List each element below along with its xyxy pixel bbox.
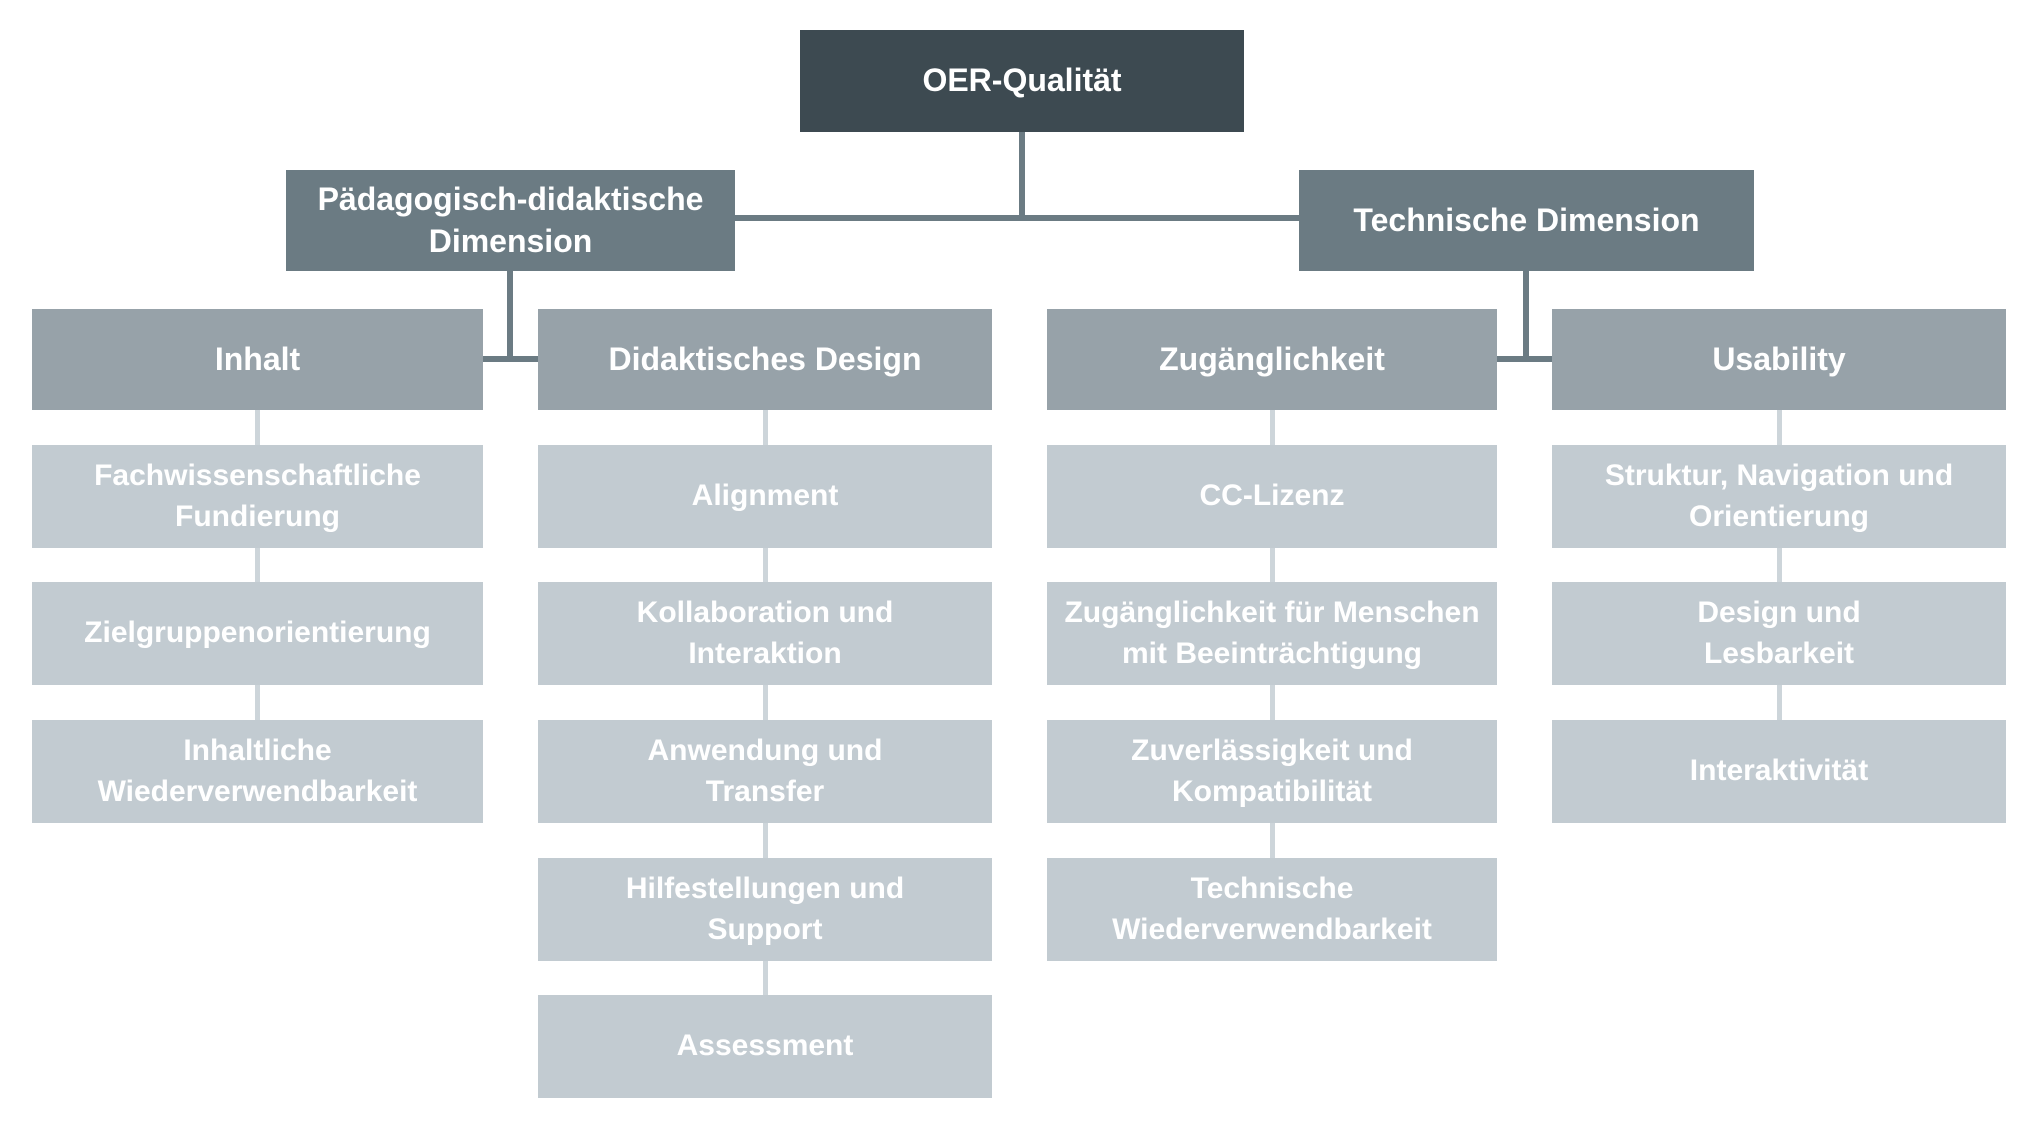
connector-root-horizontal <box>735 215 1299 221</box>
connector-didaktisches-seg-1 <box>763 410 768 445</box>
node-anwendung-und-transfer: Anwendung und Transfer <box>538 720 992 823</box>
connector-zugaenglichkeit-seg-4 <box>1270 823 1275 858</box>
node-struktur-navigation-orientierung: Struktur, Navigation und Orientierung <box>1552 445 2006 548</box>
connector-usability-seg-1 <box>1777 410 1782 445</box>
connector-zugaenglichkeit-seg-1 <box>1270 410 1275 445</box>
connector-zugaenglichkeit-seg-2 <box>1270 548 1275 582</box>
node-zuverlaessigkeit-und-kompatibilitaet: Zuverlässigkeit und Kompatibilität <box>1047 720 1497 823</box>
connector-didaktisches-seg-2 <box>763 548 768 582</box>
node-hilfestellungen-und-support: Hilfestellungen und Support <box>538 858 992 961</box>
node-interaktivitaet: Interaktivität <box>1552 720 2006 823</box>
connector-technische-horizontal <box>1497 356 1552 362</box>
connector-zugaenglichkeit-seg-3 <box>1270 685 1275 720</box>
connector-paedagogisch-horizontal <box>483 356 538 362</box>
node-technische-dimension: Technische Dimension <box>1299 170 1754 271</box>
connector-didaktisches-seg-5 <box>763 961 768 995</box>
node-assessment: Assessment <box>538 995 992 1098</box>
connector-didaktisches-seg-4 <box>763 823 768 858</box>
connector-usability-seg-3 <box>1777 685 1782 720</box>
node-zugaenglichkeit: Zugänglichkeit <box>1047 309 1497 410</box>
node-usability: Usability <box>1552 309 2006 410</box>
connector-inhalt-seg-3 <box>255 685 260 720</box>
node-zugaenglichkeit-fuer-menschen: Zugänglichkeit für Menschen mit Beeinträ… <box>1047 582 1497 685</box>
node-design-und-lesbarkeit: Design und Lesbarkeit <box>1552 582 2006 685</box>
node-alignment: Alignment <box>538 445 992 548</box>
connector-usability-seg-2 <box>1777 548 1782 582</box>
node-inhalt: Inhalt <box>32 309 483 410</box>
node-paedagogisch-didaktische-dimension: Pädagogisch-didaktische Dimension <box>286 170 735 271</box>
node-kollaboration-und-interaktion: Kollaboration und Interaktion <box>538 582 992 685</box>
node-technische-wiederverwendbarkeit: Technische Wiederverwendbarkeit <box>1047 858 1497 961</box>
node-didaktisches-design: Didaktisches Design <box>538 309 992 410</box>
node-cc-lizenz: CC-Lizenz <box>1047 445 1497 548</box>
node-inhaltliche-wiederverwendbarkeit: Inhaltliche Wiederverwendbarkeit <box>32 720 483 823</box>
connector-paedagogisch-vertical <box>507 270 513 359</box>
connector-root-vertical <box>1019 132 1025 221</box>
connector-inhalt-seg-1 <box>255 410 260 445</box>
node-zielgruppenorientierung: Zielgruppenorientierung <box>32 582 483 685</box>
connector-didaktisches-seg-3 <box>763 685 768 720</box>
connector-technische-vertical <box>1523 270 1529 359</box>
node-fachwissenschaftliche-fundierung: Fachwissenschaftliche Fundierung <box>32 445 483 548</box>
connector-inhalt-seg-2 <box>255 548 260 582</box>
node-oer-qualitaet: OER-Qualität <box>800 30 1244 132</box>
